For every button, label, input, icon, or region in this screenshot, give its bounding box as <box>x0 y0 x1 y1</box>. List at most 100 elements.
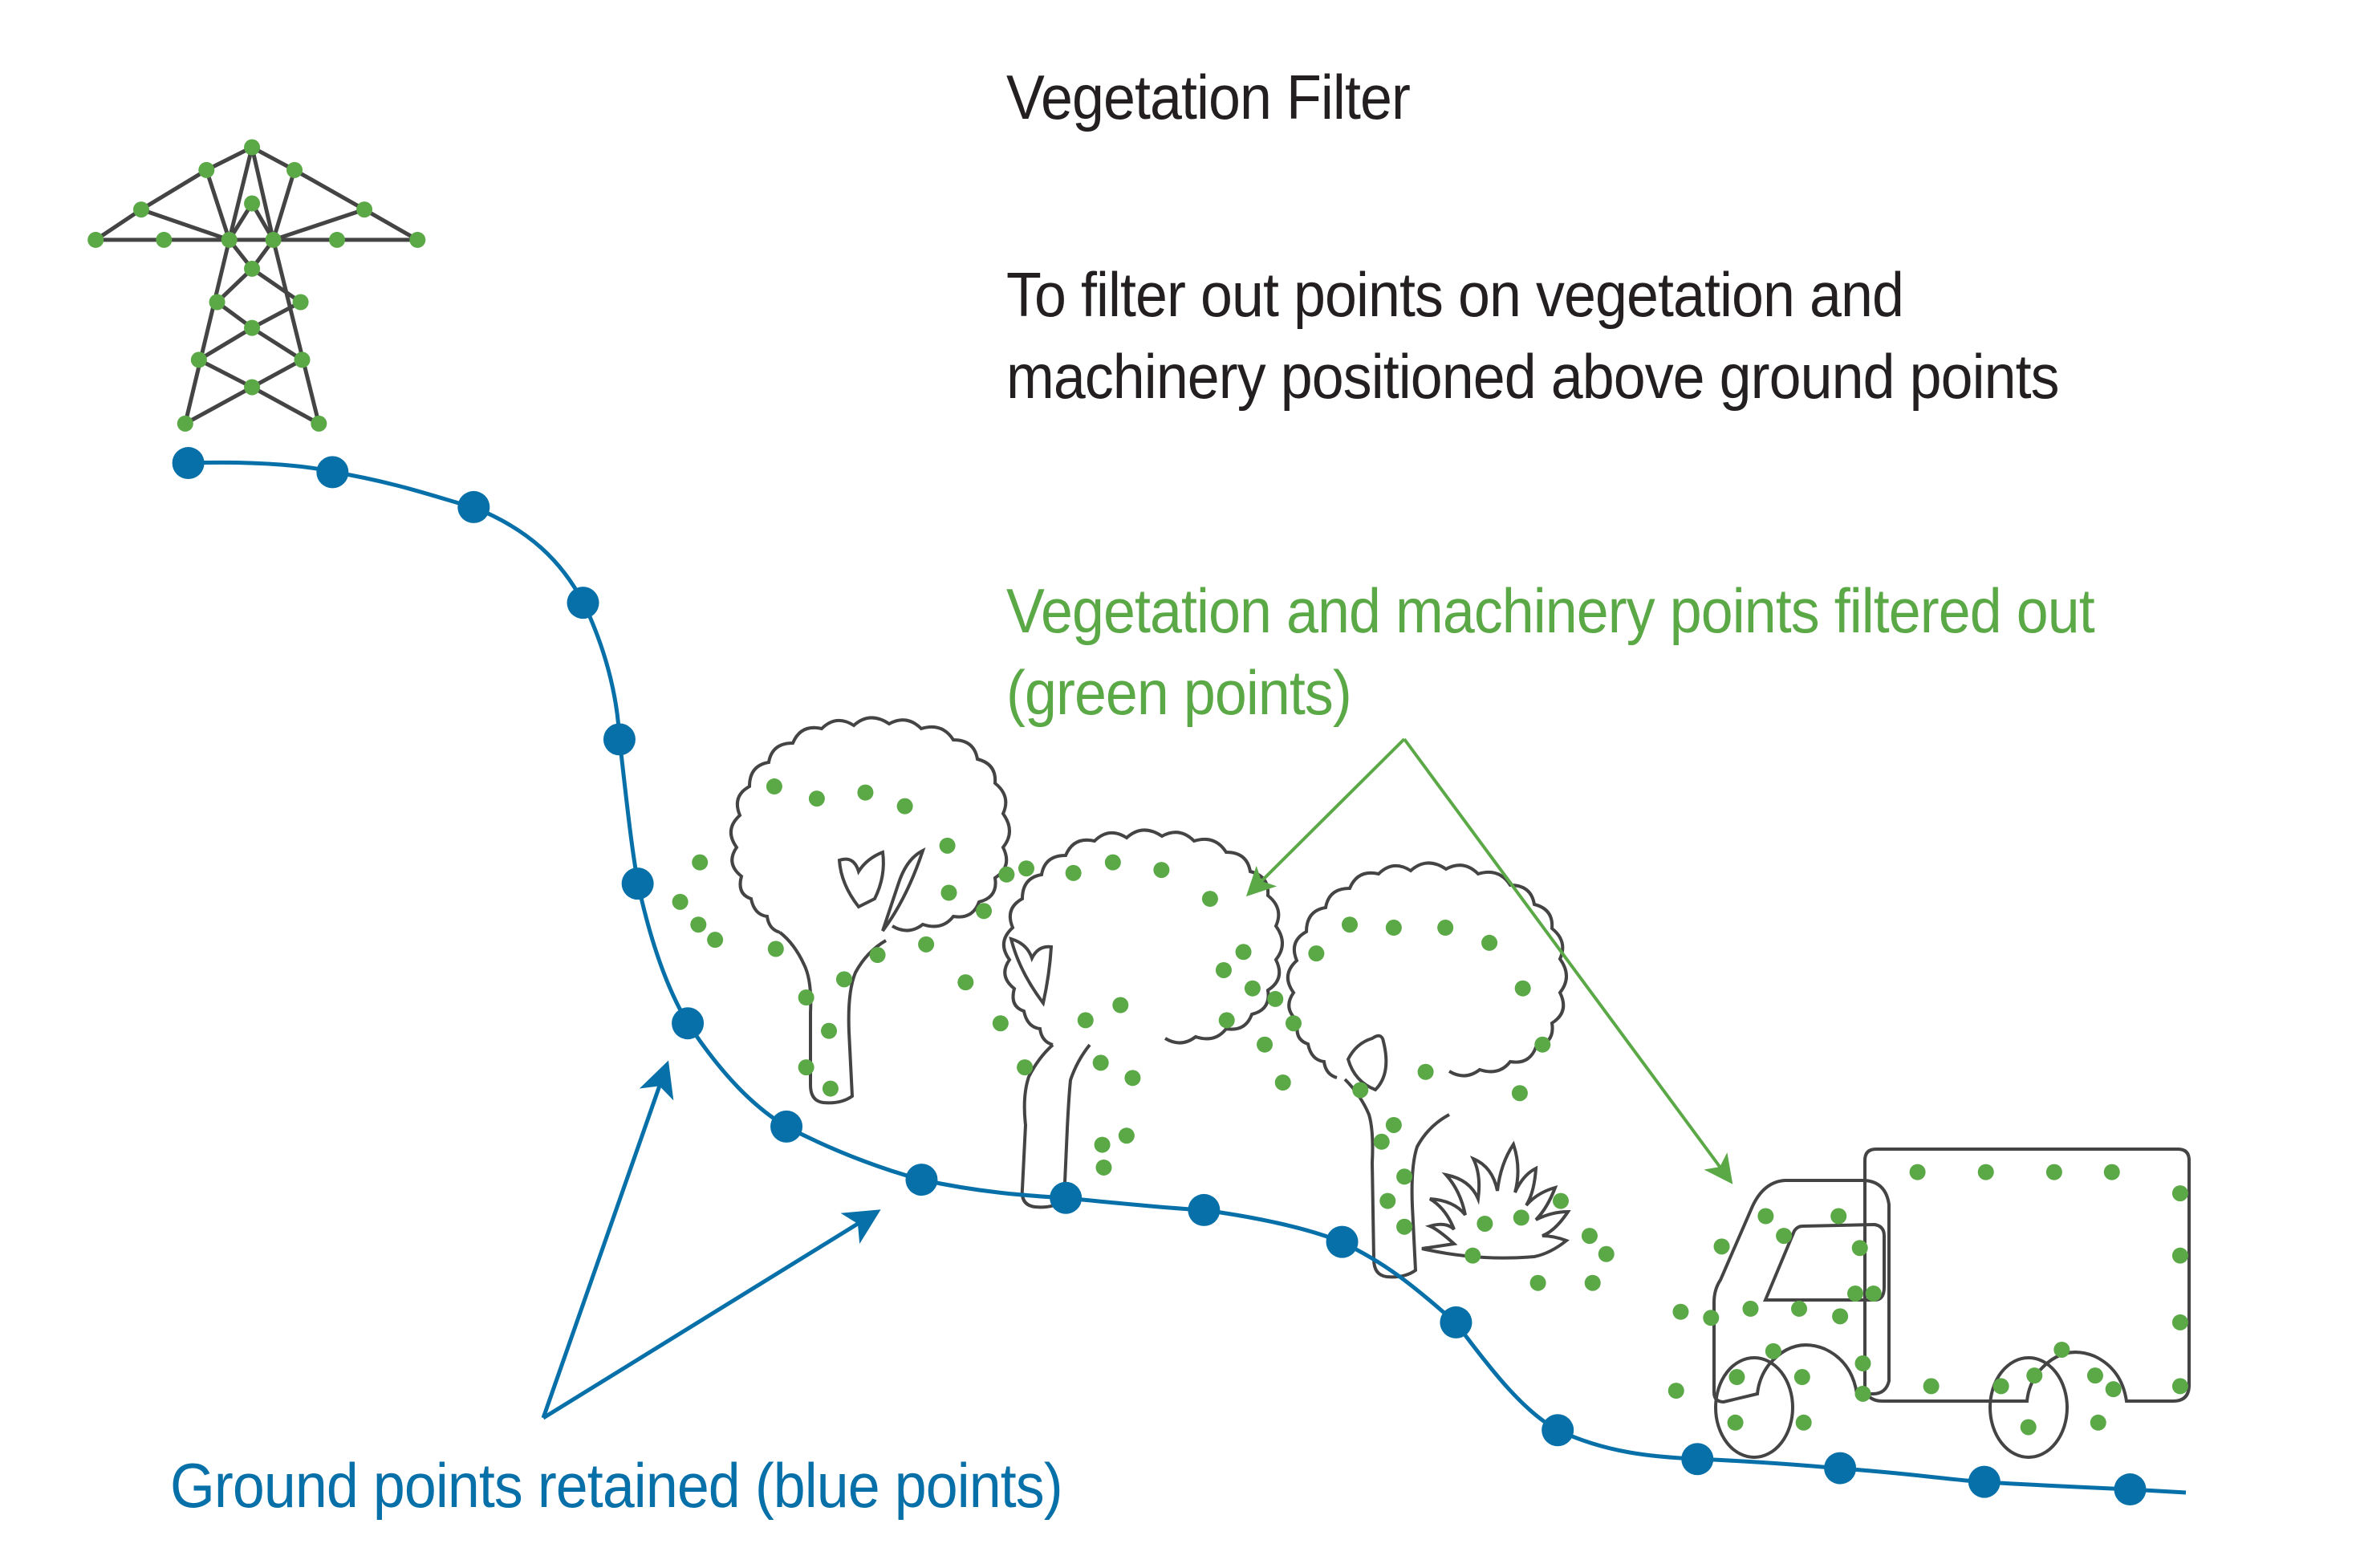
filtered-point <box>1765 1343 1781 1359</box>
filtered-point <box>1104 854 1121 871</box>
filtered-point <box>1854 1355 1871 1372</box>
filtered-point <box>356 201 373 218</box>
filtered-point <box>1464 1247 1481 1264</box>
filtered-point <box>808 790 825 807</box>
tower-strut <box>183 239 232 424</box>
bush <box>1421 1140 1571 1260</box>
tower-strut <box>250 146 275 241</box>
tower-strut <box>250 266 303 304</box>
filtered-point <box>1373 1133 1390 1150</box>
tower-strut <box>293 168 366 212</box>
filtered-point <box>1851 1240 1868 1257</box>
filtered-point <box>707 932 724 949</box>
ground-point <box>1440 1306 1472 1338</box>
truck-rear-wheel <box>1988 1356 2069 1459</box>
filtered-point <box>822 1080 839 1097</box>
filtered-point <box>1244 980 1261 997</box>
ground-point <box>1824 1452 1857 1485</box>
ground-line <box>188 460 2187 1495</box>
filtered-point <box>1274 1074 1291 1091</box>
filtered-point <box>292 294 309 311</box>
filtered-point <box>1672 1303 1689 1320</box>
filtered-point <box>311 415 327 432</box>
filtered-point <box>2103 1164 2120 1180</box>
ground-point <box>1188 1193 1221 1226</box>
filtered-point <box>1341 916 1358 933</box>
filtered-point <box>1854 1385 1871 1402</box>
ground-point <box>457 490 490 523</box>
filtered-point <box>1992 1378 2009 1395</box>
filtered-point <box>1584 1274 1601 1291</box>
tower-strut <box>227 146 254 241</box>
tower-strut <box>271 169 297 241</box>
filtered-point <box>2026 1367 2043 1384</box>
filtered-point <box>1396 1218 1413 1235</box>
tree-3-canopy <box>1286 861 1568 1079</box>
ground-point <box>905 1164 938 1196</box>
filtered-point <box>896 798 913 814</box>
tower-strut <box>204 169 232 241</box>
ground-point <box>2114 1473 2147 1506</box>
filtered-points-label: Vegetation and machinery points filtered… <box>1006 570 2095 733</box>
tower-strut <box>215 267 254 304</box>
filtered-point <box>1385 1116 1402 1133</box>
tree-2-branch <box>1009 936 1054 1007</box>
filtered-point <box>409 231 426 248</box>
filtered-point <box>1379 1192 1396 1209</box>
ground-arrow-1 <box>541 1060 674 1419</box>
tree-3-trunk <box>1343 1078 1450 1279</box>
filtered-point <box>1757 1208 1774 1225</box>
ground-point <box>1542 1414 1574 1447</box>
ground-point <box>770 1110 803 1143</box>
tree-2 <box>1002 828 1284 1209</box>
filtered-point <box>1095 1159 1112 1176</box>
tower-strut <box>271 239 321 424</box>
ground-point <box>1326 1225 1359 1258</box>
filtered-point <box>1267 990 1284 1007</box>
tower-strut <box>250 145 296 173</box>
filtered-point <box>1417 1063 1434 1080</box>
filtered-point <box>1791 1300 1808 1317</box>
filtered-point <box>244 195 261 212</box>
truck <box>1712 1148 2191 1459</box>
filtered-point <box>1552 1192 1569 1209</box>
filtered-point <box>1153 862 1170 879</box>
ground-point <box>1968 1465 2001 1498</box>
tree-3-branch <box>1346 1034 1388 1092</box>
filtered-point <box>766 778 782 795</box>
tower-strut <box>94 208 143 242</box>
filtered-point <box>132 201 149 218</box>
ground-point <box>567 587 599 619</box>
tower-strut <box>250 385 320 426</box>
filtered-point <box>1218 1012 1235 1029</box>
filtered-point <box>1514 980 1531 997</box>
filtered-point <box>2053 1341 2070 1358</box>
truck-cab <box>1712 1179 1891 1404</box>
tower-strut <box>184 385 254 426</box>
filtered-point <box>2171 1378 2188 1395</box>
filtered-point <box>209 294 225 311</box>
tower-strut <box>363 207 419 242</box>
filtered-arrow-2 <box>1403 737 1733 1184</box>
filtered-point <box>672 893 689 910</box>
filtered-point <box>957 974 974 991</box>
filtered-point <box>939 837 956 854</box>
filtered-point <box>1865 1285 1882 1302</box>
filtered-point <box>1923 1378 1940 1395</box>
filtered-point <box>1793 1369 1810 1386</box>
ground-points <box>172 447 2147 1506</box>
filtered-point <box>265 231 282 248</box>
filtered-point <box>1795 1414 1812 1431</box>
tree-1 <box>729 716 1011 1105</box>
filtered-point <box>821 1022 838 1039</box>
filtered-points <box>87 139 2188 1436</box>
filtered-point <box>1481 934 1498 951</box>
tower-strut <box>205 145 254 173</box>
tower-strut <box>272 207 365 242</box>
filtered-point <box>992 1015 1009 1032</box>
tower-strut <box>197 358 254 389</box>
truck-window <box>1762 1222 1886 1302</box>
filtered-point <box>1847 1285 1864 1302</box>
filtered-point <box>1118 1127 1135 1144</box>
